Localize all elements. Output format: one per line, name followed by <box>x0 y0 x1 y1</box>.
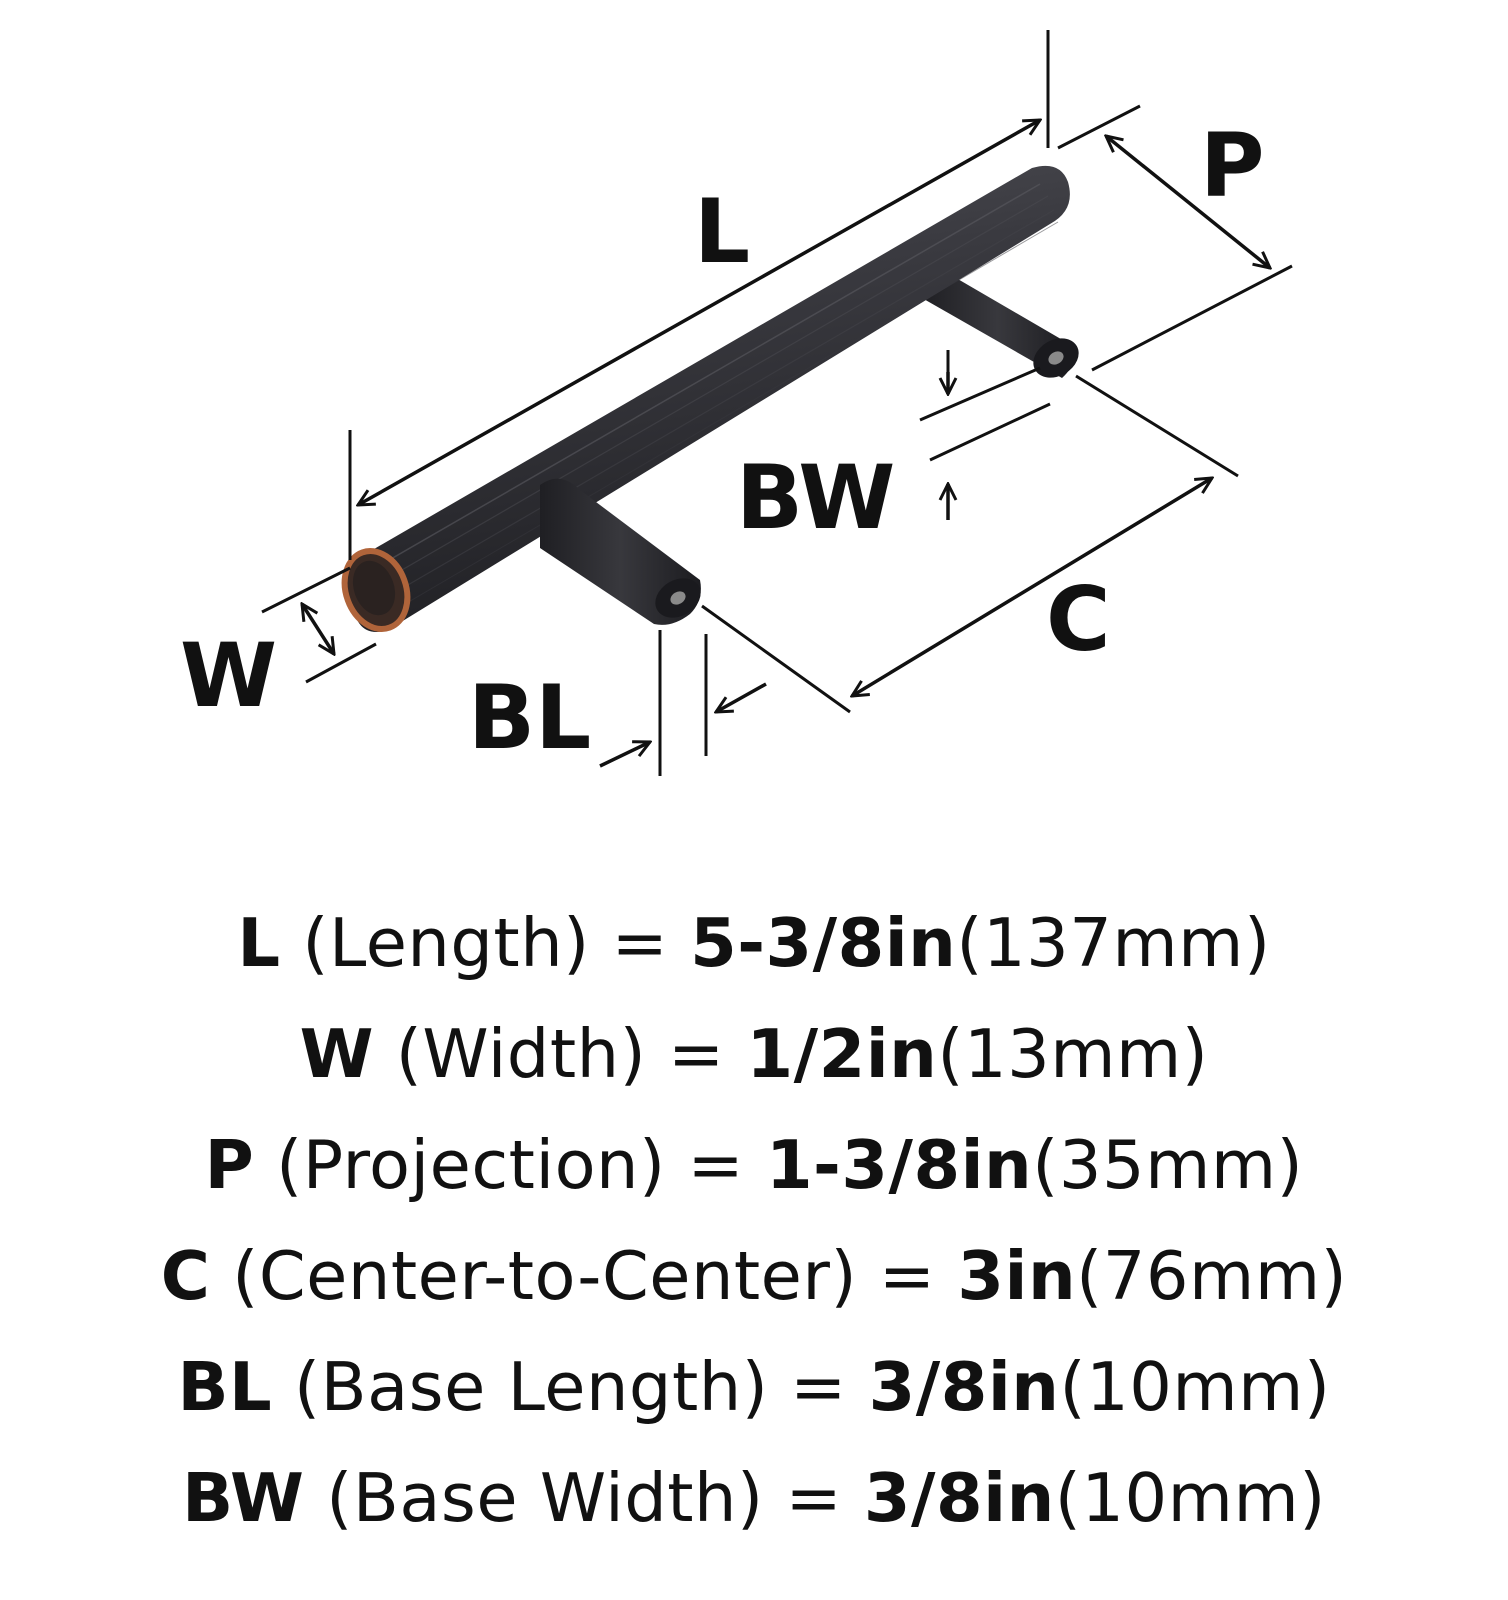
spec-length: L (Length) = 5-3/8in(137mm) <box>0 888 1508 999</box>
pull-handle-diagram: L P BW C W BL <box>180 30 1293 776</box>
spec-center-to-center: C (Center-to-Center) = 3in(76mm) <box>0 1221 1508 1332</box>
dimension-C: C <box>701 374 1239 714</box>
spec-key: BL <box>177 1348 273 1426</box>
spec-key: P <box>204 1126 255 1204</box>
spec-key: L <box>237 904 281 982</box>
dimension-W: W <box>180 566 377 727</box>
spec-mm: (137mm) <box>956 904 1271 982</box>
spec-equals: = <box>878 1237 936 1315</box>
label-P: P <box>1200 114 1265 217</box>
spec-list: L (Length) = 5-3/8in(137mm) W (Width) = … <box>0 888 1508 1554</box>
front-post <box>540 478 701 625</box>
spec-equals: = <box>668 1015 725 1093</box>
dimension-P: P <box>1057 104 1293 372</box>
spec-key: BW <box>182 1459 305 1537</box>
spec-mm: (76mm) <box>1076 1237 1348 1315</box>
spec-base-length: BL (Base Length) = 3/8in(10mm) <box>0 1332 1508 1443</box>
spec-equals: = <box>790 1348 847 1426</box>
spec-inches: 5-3/8in <box>690 904 957 982</box>
spec-label: (Center-to-Center) <box>232 1237 858 1315</box>
label-L: L <box>694 180 750 283</box>
spec-width: W (Width) = 1/2in(13mm) <box>0 999 1508 1110</box>
spec-base-width: BW (Base Width) = 3/8in(10mm) <box>0 1443 1508 1554</box>
spec-label: (Length) <box>302 904 590 982</box>
spec-mm: (13mm) <box>937 1015 1209 1093</box>
spec-label: (Base Width) <box>326 1459 764 1537</box>
label-BL: BL <box>468 666 591 769</box>
label-BW: BW <box>736 446 895 549</box>
dimension-BL: BL <box>468 630 767 776</box>
spec-label: (Base Length) <box>294 1348 769 1426</box>
spec-inches: 3in <box>957 1237 1077 1315</box>
spec-key: C <box>160 1237 211 1315</box>
spec-inches: 1-3/8in <box>765 1126 1033 1204</box>
spec-equals: = <box>687 1126 745 1204</box>
spec-label: (Projection) <box>276 1126 666 1204</box>
spec-equals: = <box>785 1459 843 1537</box>
spec-inches: 3/8in <box>868 1348 1060 1426</box>
spec-inches: 1/2in <box>746 1015 938 1093</box>
dimension-L: L <box>348 30 1050 560</box>
spec-key: W <box>299 1015 374 1093</box>
spec-projection: P (Projection) = 1-3/8in(35mm) <box>0 1110 1508 1221</box>
label-C: C <box>1046 568 1111 671</box>
spec-label: (Width) <box>395 1015 647 1093</box>
spec-inches: 3/8in <box>863 1459 1055 1537</box>
spec-mm: (10mm) <box>1059 1348 1331 1426</box>
spec-mm: (35mm) <box>1032 1126 1304 1204</box>
label-W: W <box>180 624 277 727</box>
spec-mm: (10mm) <box>1054 1459 1326 1537</box>
spec-equals: = <box>611 904 669 982</box>
